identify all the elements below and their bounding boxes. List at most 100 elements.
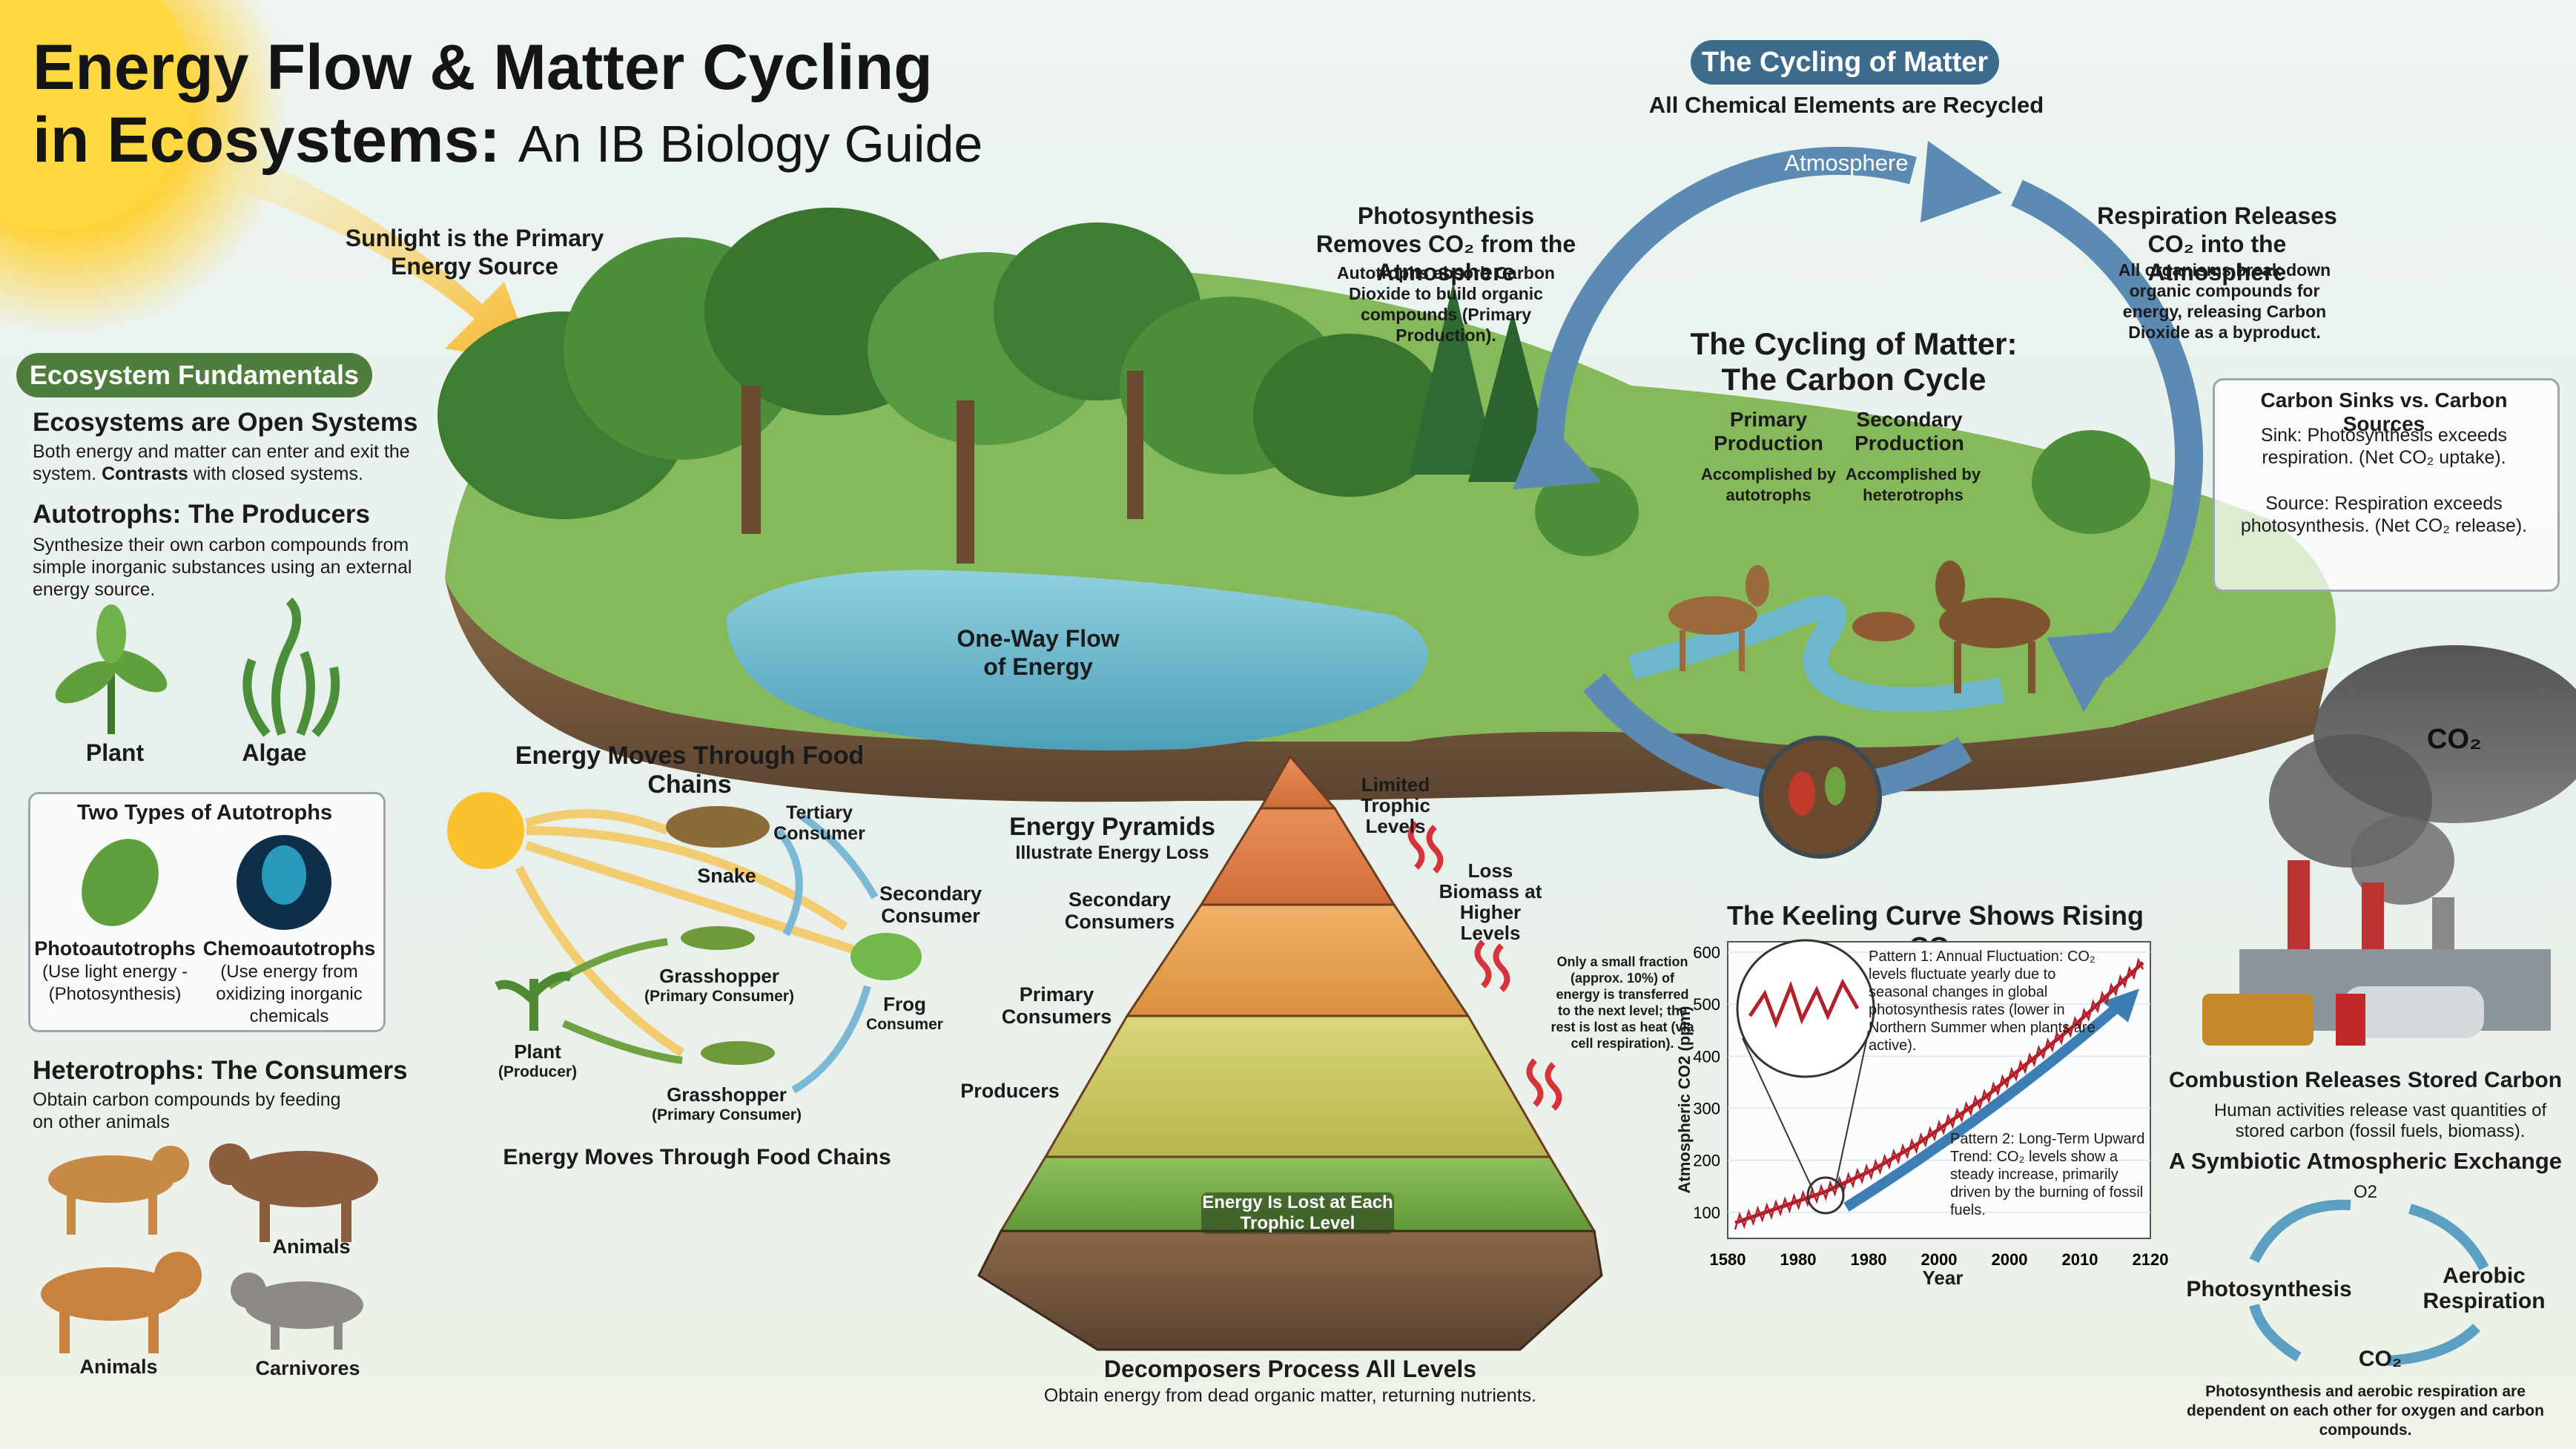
forest-icon [437, 208, 2150, 564]
x-tick-label: 1980 [1851, 1250, 1887, 1269]
algae-icon [242, 597, 340, 737]
food-chain-sun-icon [447, 792, 524, 869]
primary-production-label: Primary Production [1714, 408, 1823, 455]
y-tick-label: 200 [1693, 1152, 1720, 1170]
pattern2-text: Pattern 2: Long-Term Upward Trend: CO₂ l… [1950, 1131, 2145, 1218]
x-tick-label: 2000 [1992, 1250, 2028, 1269]
cougar-icon [209, 1143, 378, 1242]
pattern1-text: Pattern 1: Annual Fluctuation: CO₂ level… [1869, 948, 2096, 1054]
combustion-title: Combustion Releases Stored Carbon [2168, 1068, 2563, 1092]
primary-consumers-label: Primary Consumers [1001, 983, 1112, 1028]
sunlight-label: Sunlight is the Primary Energy Source [345, 225, 604, 280]
title-line-2-rest: An IB Biology Guide [518, 115, 983, 173]
energy-arrows [515, 809, 854, 1057]
symbiotic-footer: Photosynthesis and aerobic respiration a… [2187, 1383, 2544, 1439]
heterotroph-animal-icons [41, 1143, 378, 1353]
animals-label-b: Animals [79, 1356, 158, 1378]
frog-icon [851, 933, 922, 980]
y-axis-label: Atmospheric CO2 (ppm) [1675, 1006, 1694, 1194]
x-tick-label: 1580 [1710, 1250, 1746, 1269]
snake-label: Snake [697, 865, 756, 887]
title-line-2-bold: in Ecosystems: [33, 105, 501, 176]
leaf-icon [82, 839, 159, 926]
open-text-bold: Contrasts [102, 463, 188, 484]
grasshopper-a-label: Grasshopper(Primary Consumer) [630, 966, 808, 1007]
grasshopper-icon [701, 1041, 775, 1065]
carnivores-label: Carnivores [255, 1357, 360, 1379]
cycling-subtitle: All Chemical Elements are Recycled [1648, 92, 2044, 118]
trend-arrowhead-icon [2102, 988, 2139, 1023]
plant-label: Plant [85, 739, 145, 766]
energy-lost-label: Energy Is Lost at Each Trophic Level [1201, 1192, 1394, 1234]
energy-pyramid [977, 754, 1603, 1351]
cycling-badge: The Cycling of Matter [1691, 40, 1999, 85]
open-systems-text: Both energy and matter can enter and exi… [33, 440, 418, 485]
sinks-title: Carbon Sinks vs. Carbon Sources [2260, 389, 2508, 435]
grasshopper-b-name: Grasshopper [667, 1083, 787, 1106]
open-systems-title: Ecosystems are Open Systems [33, 408, 418, 437]
center-title-line-2: The Carbon Cycle [1721, 362, 1987, 397]
plant-producer-label: Plant(Producer) [489, 1041, 586, 1083]
open-text: Both energy and matter can enter and exi… [33, 441, 410, 484]
source-text: Source: Respiration exceeds photosynthes… [2240, 493, 2528, 536]
one-way-flow-label: One-Way Flow of Energy [957, 625, 1120, 680]
atmosphere-label: Atmosphere [1784, 150, 1909, 176]
symbiotic-title: A Symbiotic Atmospheric Exchange [2169, 1148, 2562, 1174]
keeling-curve-line [1734, 961, 2144, 1225]
photoautotrophs-title: Photoautotrophs [34, 937, 196, 960]
co2-smoke-label: CO₂ [2427, 724, 2482, 755]
symbiotic-cycle-arrows [2249, 1199, 2489, 1366]
photosynthesis-title: Photosynthesis Removes CO₂ from the Atmo… [1315, 202, 1576, 285]
sink-text: Sink: Photosynthesis exceeds respiration… [2260, 425, 2508, 468]
chart-title: The Keeling Curve Shows Rising CO₂ [1726, 900, 2144, 962]
symbiotic-co2: CO₂ [2358, 1347, 2402, 1371]
deer-icon [1668, 561, 2050, 693]
seasonal-sawtooth [1734, 957, 2144, 1230]
cycle-arrowhead-icon [1513, 415, 1602, 489]
grasshopper-b-role: (Primary Consumer) [652, 1106, 802, 1123]
autotrophs-text: Synthesize their own carbon compounds fr… [33, 535, 412, 600]
sinks-box [2213, 378, 2560, 592]
zoom-fluctuation-line [1748, 978, 1860, 1029]
respiration-title: Respiration Releases CO₂ into the Atmosp… [2097, 202, 2337, 285]
open-text-end: with closed systems. [193, 463, 363, 484]
two-types-title: Two Types of Autotrophs [76, 801, 333, 825]
leopard-icon [48, 1146, 189, 1235]
fraction-note: Only a small fraction (approx. 10%) of e… [1550, 954, 1694, 1051]
x-tick-label: 1980 [1780, 1250, 1817, 1269]
soil-cross-section [445, 578, 2328, 802]
snake-icon [666, 806, 770, 848]
frog-role: Consumer [866, 1016, 943, 1033]
trend-arrow [1843, 1000, 2124, 1212]
cycle-arrowhead-icon [2047, 630, 2136, 712]
factory-icon [2202, 645, 2576, 1046]
autotroph-icons [55, 597, 340, 737]
grasshopper-icon [681, 926, 755, 950]
sun-icon [0, 0, 193, 230]
cycle-arrowhead-icon [1921, 141, 2002, 222]
photosynthesis-text: Autotrophs absorb Carbon Dioxide to buil… [1337, 263, 1555, 345]
tertiary-consumer-label: Tertiary Consumer [773, 802, 865, 844]
limited-trophic-label: Limited Trophic Levels [1361, 773, 1430, 837]
center-title-line-1: The Cycling of Matter: [1690, 326, 2018, 361]
y-tick-label: 500 [1693, 995, 1720, 1014]
pond [727, 570, 1428, 750]
symbiotic-aerobic: Aerobic Respiration [2423, 1264, 2546, 1313]
page-title: Energy Flow & Matter Cycling in Ecosyste… [33, 31, 1071, 180]
decomposer-soil-icon [1759, 736, 1882, 859]
consumer-arrows [776, 812, 879, 1094]
plant-leaf-icon [55, 604, 168, 734]
heat-loss-icon [1407, 821, 1562, 1111]
loss-biomass-label: Loss Biomass at Higher Levels [1439, 859, 1542, 944]
chemoautotrophs-title: Chemoautotrophs [202, 937, 376, 960]
plant-icon [495, 971, 573, 1031]
secondary-production-by: Accomplished by heterotrophs [1845, 465, 1981, 504]
autotroph-type-icons [82, 835, 331, 930]
secondary-consumer-label: Secondary Consumer [879, 882, 982, 927]
lion-icon [41, 1252, 202, 1353]
combustion-text: Human activities release vast quantities… [2213, 1100, 2547, 1141]
decomposers-text: Obtain energy from dead organic matter, … [1043, 1385, 1537, 1406]
